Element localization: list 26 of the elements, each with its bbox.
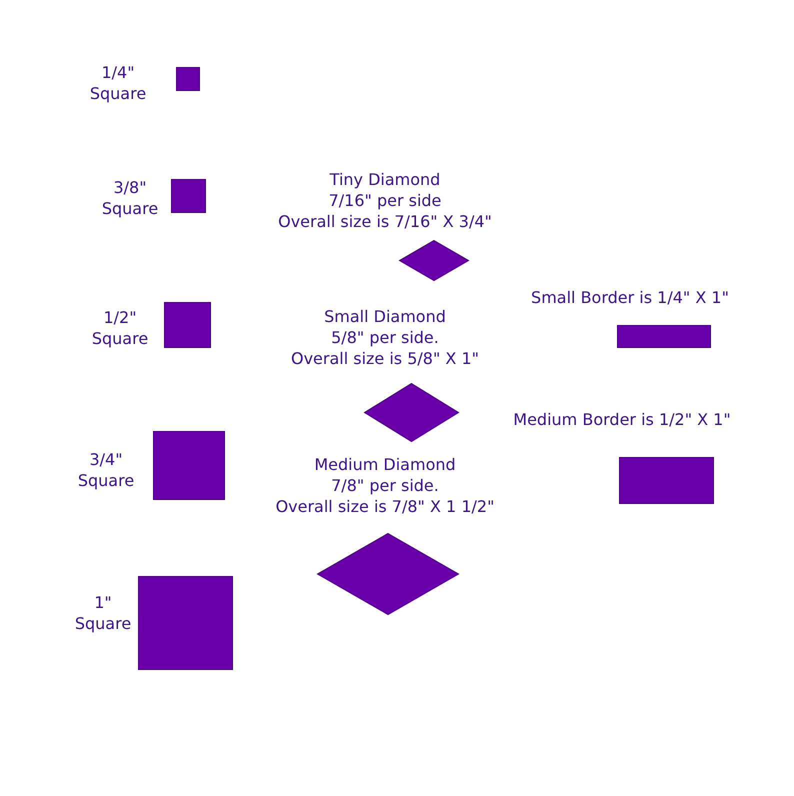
size-label: 1/2" Square (90, 307, 150, 349)
size-label: 3/4" Square (76, 449, 136, 491)
square-piece (171, 179, 206, 213)
border-strip (617, 325, 711, 348)
size-note: 5/8" per side. (331, 327, 439, 348)
size-note: Overall size is 7/8" X 1 1/2" (276, 496, 494, 517)
size-label: Small Border is 1/4" X 1" (531, 287, 729, 308)
diamond-piece (316, 532, 460, 616)
diamond-piece (398, 240, 470, 282)
size-note: Overall size is 7/16" X 3/4" (278, 211, 492, 232)
square-piece (164, 302, 211, 348)
square-piece (176, 67, 200, 91)
size-note: Overall size is 5/8" X 1" (290, 348, 480, 369)
shape-title: Medium Diamond (314, 454, 456, 475)
square-piece (153, 431, 225, 500)
diamond-piece (364, 382, 460, 442)
square-piece (138, 576, 233, 670)
size-note: 7/16" per side (328, 190, 442, 211)
size-label: Medium Border is 1/2" X 1" (513, 409, 731, 430)
size-label: 1/4" Square (88, 62, 148, 104)
border-strip (619, 457, 714, 504)
shape-title: Tiny Diamond (330, 169, 440, 190)
size-label: 1" Square (74, 592, 132, 634)
shape-title: Small Diamond (324, 306, 446, 327)
size-note: 7/8" per side. (331, 475, 439, 496)
size-label: 3/8" Square (100, 177, 160, 219)
